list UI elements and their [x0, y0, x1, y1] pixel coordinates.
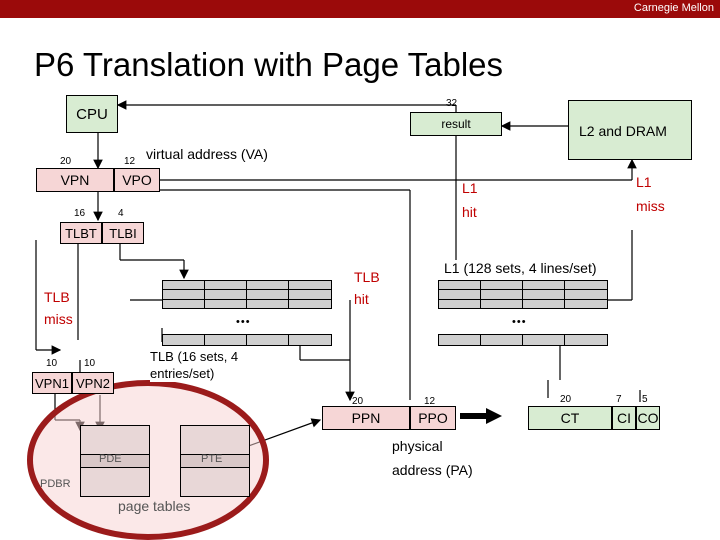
tlbt-field: TLBT [60, 222, 102, 244]
pde-label: PDE [99, 453, 122, 465]
tlb-array [162, 280, 332, 330]
pdbr-label: PDBR [40, 478, 71, 490]
l1-desc: L1 (128 sets, 4 lines/set) [444, 260, 597, 276]
l1-miss-label: L1 miss [636, 174, 665, 214]
co-bits: 5 [642, 394, 648, 405]
vpn-field: VPN [36, 168, 114, 192]
pte-label: PTE [201, 453, 223, 465]
page-tables-label: page tables [118, 498, 191, 514]
co-field: CO [636, 406, 660, 430]
ppo-bits: 12 [424, 396, 436, 407]
vpn2-field: VPN2 [72, 372, 114, 394]
pde-table: PDE [80, 425, 150, 497]
ci-bits: 7 [616, 394, 622, 405]
vpn2-bits: 10 [84, 358, 96, 369]
ppn-field: PPN [322, 406, 410, 430]
pa-label: physical address (PA) [392, 438, 473, 478]
l1-ellipsis: ••• [512, 316, 527, 328]
ct-bits: 20 [560, 394, 572, 405]
ci-field: CI [612, 406, 636, 430]
tlb-miss-label: TLB miss [44, 289, 73, 327]
pte-table: PTE [180, 425, 250, 497]
header-bar [0, 0, 720, 18]
vpn1-bits: 10 [46, 358, 58, 369]
l1-array-bottom [438, 334, 608, 348]
ct-field: CT [528, 406, 612, 430]
result-bits: 32 [446, 98, 458, 109]
vpn-bits: 20 [60, 156, 72, 167]
ppn-bits: 20 [352, 396, 364, 407]
ppo-field: PPO [410, 406, 456, 430]
cpu-box: CPU [66, 95, 118, 133]
tlb-hit-label: TLB hit [354, 269, 380, 307]
tlbi-field: TLBI [102, 222, 144, 244]
tlb-ellipsis: ••• [236, 316, 251, 328]
slide-title: P6 Translation with Page Tables [34, 46, 504, 83]
l1-hit-label: L1 hit [462, 180, 478, 220]
vpo-bits: 12 [124, 156, 136, 167]
tlb-array-bottom [162, 334, 332, 348]
brand-label: Carnegie Mellon [633, 2, 714, 14]
tlbi-bits: 4 [118, 208, 124, 219]
va-label: virtual address (VA) [146, 146, 268, 162]
vpo-field: VPO [114, 168, 160, 192]
l2-dram-label: L2 and DRAM [579, 123, 667, 139]
tlbt-bits: 16 [74, 208, 86, 219]
result-box: result [410, 112, 502, 136]
l1-array [438, 280, 608, 330]
tlb-desc: TLB (16 sets, 4 entries/set) [150, 348, 239, 382]
l2-dram-box: L2 and DRAM [568, 100, 692, 160]
vpn1-field: VPN1 [32, 372, 72, 394]
